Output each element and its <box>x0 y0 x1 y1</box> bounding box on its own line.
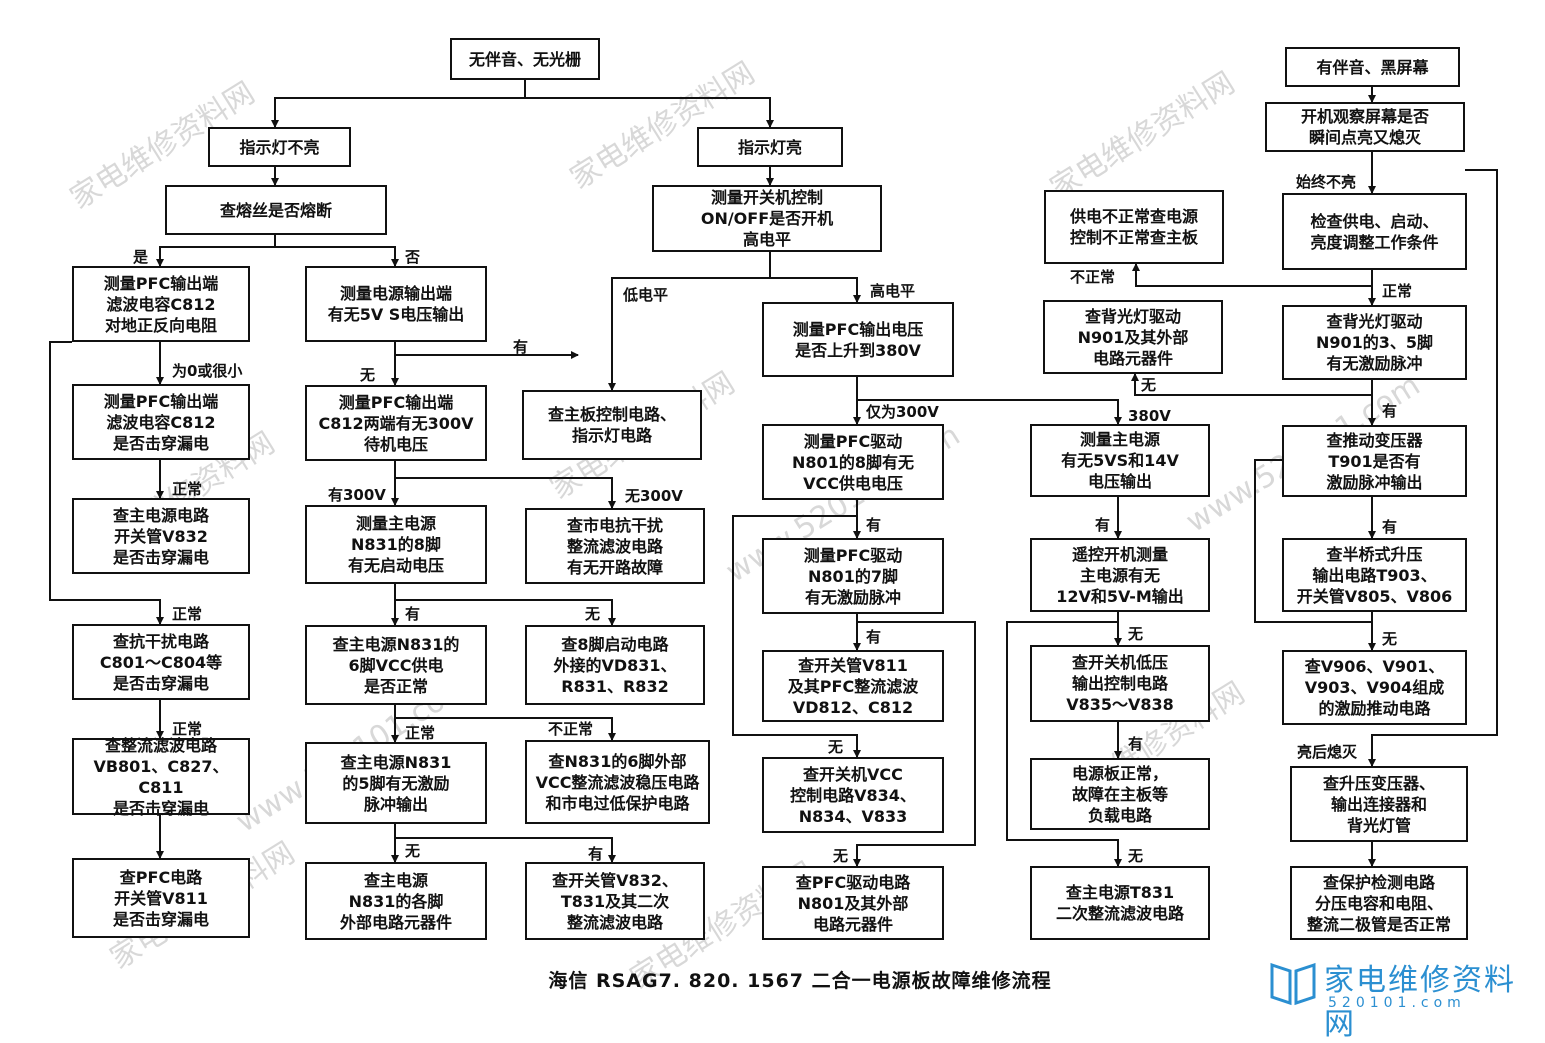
label-has: 有 <box>1382 402 1398 420</box>
box-boost-transformer: 查升压变压器、 输出连接器和 背光灯管 <box>1290 766 1468 842</box>
box-mainboard-control: 查主板控制电路、 指示灯电路 <box>522 390 702 460</box>
box-sound-black-screen: 有伴音、黑屏幕 <box>1285 47 1460 87</box>
label-normal: 正常 <box>172 720 203 738</box>
label-on-then-off: 亮后熄灭 <box>1297 743 1358 761</box>
box-check-fuse: 查熔丝是否熔断 <box>165 185 387 235</box>
box-n831-pin8: 测量主电源 N831的8脚 有无启动电压 <box>305 505 487 584</box>
box-supply-abnormal: 供电不正常查电源 控制不正常查主板 <box>1044 190 1224 264</box>
diagram-caption: 海信 RSAG7. 820. 1567 二合一电源板故障维修流程 <box>548 970 1052 992</box>
label-always-off: 始终不亮 <box>1296 173 1357 191</box>
label-none: 无 <box>405 842 421 860</box>
label-no-300v: 无300V <box>625 487 683 505</box>
box-power-5v-output: 测量电源输出端 有无5V S电压输出 <box>305 266 487 342</box>
logo-text: 家电维修资料网 <box>1324 963 1516 1042</box>
box-measure-onoff: 测量开关机控制 ON/OFF是否开机 高电平 <box>652 185 882 252</box>
box-n801-external: 查PFC驱动电路 N801及其外部 电路元器件 <box>762 866 944 940</box>
box-observe-screen: 开机观察屏幕是否 瞬间点亮又熄灭 <box>1265 102 1465 152</box>
box-indicator-off: 指示灯不亮 <box>208 127 351 167</box>
label-has-300v: 有300V <box>328 486 386 504</box>
label-low-level: 低电平 <box>623 286 669 304</box>
box-protection-circuit: 查保护检测电路 分压电容和电阻、 整流二极管是否正常 <box>1290 866 1468 940</box>
label-has: 有 <box>1095 516 1111 534</box>
box-main-5vs-14v: 测量主电源 有无5VS和14V 电压输出 <box>1030 424 1210 497</box>
label-380v: 380V <box>1128 407 1171 425</box>
label-only-300v: 仅为300V <box>866 403 939 421</box>
label-normal: 正常 <box>1382 282 1413 300</box>
box-board-normal: 电源板正常， 故障在主板等 负载电路 <box>1030 758 1210 830</box>
label-none: 无 <box>1128 847 1144 865</box>
book-icon <box>1270 962 1316 1006</box>
box-n831-external: 查主电源 N831的各脚 外部电路元器件 <box>305 862 487 940</box>
box-v832-t831: 查开关管V832、 T831及其二次 整流滤波电路 <box>525 862 705 940</box>
label-normal: 正常 <box>172 605 203 623</box>
box-drive-circuit: 查V906、V901、 V903、V904组成 的激励推动电路 <box>1282 650 1467 725</box>
label-high-level: 高电平 <box>870 282 916 300</box>
label-abnormal: 不正常 <box>548 720 594 738</box>
box-mains-filter: 查市电抗干扰 整流滤波电路 有无开路故障 <box>525 508 705 584</box>
box-emi-filter: 查抗干扰电路 C801～C804等 是否击穿漏电 <box>72 624 250 700</box>
label-none: 无 <box>1382 630 1398 648</box>
label-normal: 正常 <box>172 480 203 498</box>
label-has: 有 <box>866 516 882 534</box>
box-t901: 查推动变压器 T901是否有 激励脉冲输出 <box>1282 425 1467 497</box>
label-none: 无 <box>360 366 376 384</box>
label-none: 无 <box>1141 376 1157 394</box>
label-has: 有 <box>405 605 421 623</box>
box-v811-pfc-filter: 查开关管V811 及其PFC整流滤波 VD812、C812 <box>762 650 944 722</box>
box-t831-secondary: 查主电源T831 二次整流滤波电路 <box>1030 866 1210 940</box>
box-n831-pin6-external: 查N831的6脚外部 VCC整流滤波稳压电路 和市电过低保护电路 <box>525 740 710 824</box>
box-n831-pin5: 查主电源N831 的5脚有无激励 脉冲输出 <box>305 742 487 824</box>
box-no-sound-no-raster: 无伴音、无光栅 <box>450 38 600 80</box>
box-n901-external: 查背光灯驱动 N901及其外部 电路元器件 <box>1043 300 1223 374</box>
box-pfc-v811: 查PFC电路 开关管V811 是否击穿漏电 <box>72 858 250 938</box>
box-c812-300v: 测量PFC输出端 C812两端有无300V 待机电压 <box>305 385 487 461</box>
label-has: 有 <box>866 628 882 646</box>
box-vcc-control: 查开关机VCC 控制电路V834、 N834、V833 <box>762 757 944 833</box>
label-has: 有 <box>588 845 604 863</box>
label-has: 有 <box>1128 735 1144 753</box>
label-none: 无 <box>828 738 844 756</box>
label-has: 有 <box>1382 518 1398 536</box>
label-has: 有 <box>513 338 529 356</box>
box-remote-12v-5vm: 遥控开机测量 主电源有无 12V和5V-M输出 <box>1030 538 1210 612</box>
box-lv-output-control: 查开关机低压 输出控制电路 V835～V838 <box>1030 645 1210 722</box>
box-n901-pins: 查背光灯驱动 N901的3、5脚 有无激励脉冲 <box>1282 305 1467 380</box>
box-n801-pin7: 测量PFC驱动 N801的7脚 有无激励脉冲 <box>762 538 944 614</box>
box-pin8-start-circuit: 查8脚启动电路 外接的VD831、 R831、R832 <box>525 625 705 705</box>
box-pfc-380v: 测量PFC输出电压 是否上升到380V <box>762 302 954 377</box>
box-n801-pin8: 测量PFC驱动 N801的8脚有无 VCC供电电压 <box>762 424 944 500</box>
label-no: 否 <box>405 248 421 266</box>
label-normal: 正常 <box>405 724 436 742</box>
label-none: 无 <box>1128 625 1144 643</box>
box-rectifier-filter: 查整流滤波电路 VB801、C827、C811 是否击穿漏电 <box>72 736 250 818</box>
label-zero-or-small: 为0或很小 <box>172 362 243 380</box>
label-yes: 是 <box>133 248 149 266</box>
box-check-supply: 检查供电、启动、 亮度调整工作条件 <box>1282 193 1467 270</box>
box-pfc-c812-resistance: 测量PFC输出端 滤波电容C812 对地正反向电阻 <box>72 266 250 342</box>
label-none: 无 <box>585 605 601 623</box>
box-half-bridge: 查半桥式升压 输出电路T903、 开关管V805、V806 <box>1282 538 1467 612</box>
box-pfc-c812-leak: 测量PFC输出端 滤波电容C812 是否击穿漏电 <box>72 384 250 460</box>
logo-url: 520101.com <box>1328 995 1466 1011</box>
box-v832-leak: 查主电源电路 开关管V832 是否击穿漏电 <box>72 498 250 574</box>
label-abnormal: 不正常 <box>1070 268 1116 286</box>
box-indicator-on: 指示灯亮 <box>697 127 843 167</box>
site-logo: 家电维修资料网 520101.com <box>1268 955 1533 1042</box>
label-none: 无 <box>833 847 849 865</box>
box-n831-pin6: 查主电源N831的 6脚VCC供电 是否正常 <box>305 625 487 705</box>
